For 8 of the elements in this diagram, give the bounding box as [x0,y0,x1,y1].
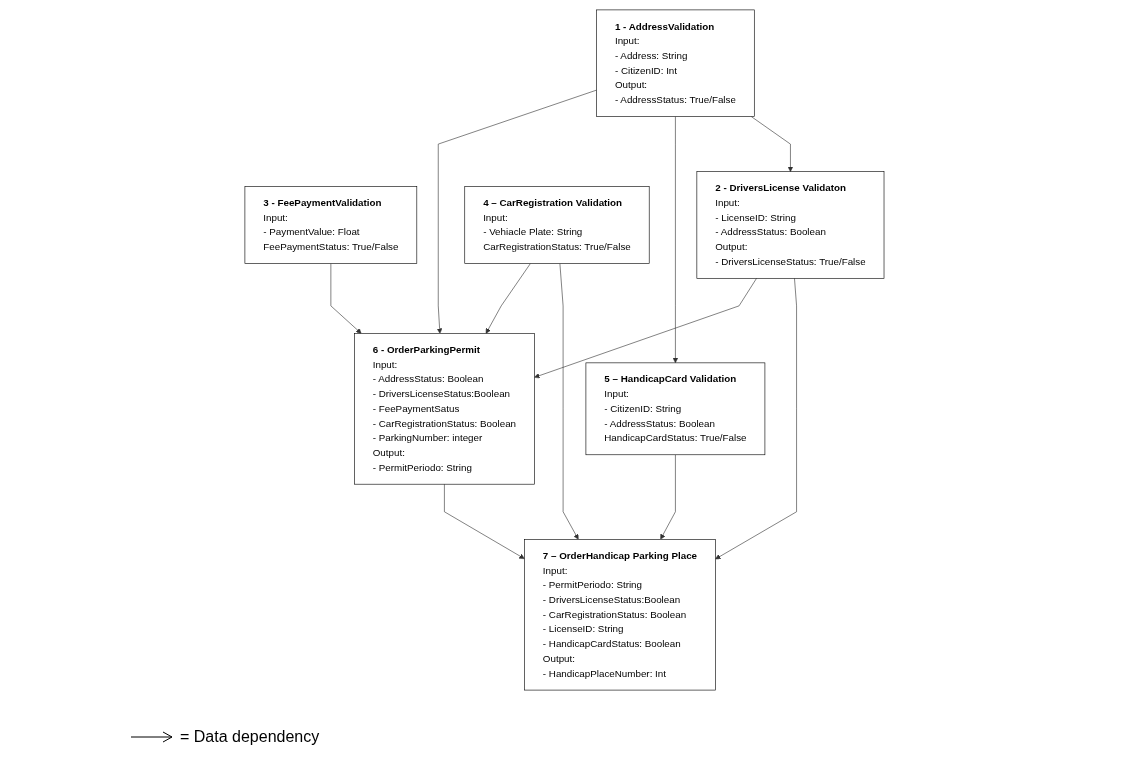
node-box: 3 - FeePaymentValidation Input: - PaymentValue: Float FeePaymentStatus: True/False [244,186,417,264]
node-box: 6 - OrderParkingPermit Input: - AddressStatus: Boolean - DriversLicenseStatus:Boolean - FeePaymentSatus - CarRegistrationStatus: Boolean - ParkingNumber: integer Output: - PermitPeriodo: String [353,333,535,485]
node-box: 5 – HandicapCard Validation Input: - CitizenID: String - AddressStatus: Boolean HandicapCardStatus: True/False [585,362,765,456]
node-box: 4 – CarRegistration Validation Input: - Vehiacle Plate: String CarRegistrationStatus: True/False [463,186,650,264]
node-box: 2 - DriversLicense Validaton Input: - LicenseID: String - AddressStatus: Boolean Output: - DriversLicenseStatus: True/False [696,171,884,279]
node-box: 1 - AddressValidation Input: - Address: String - CitizenID: Int Output: - AddressStatus: True/False [595,9,755,117]
legend-label: = Data dependency [180,728,320,746]
node-box: 7 – OrderHandicap Parking Place Input: - PermitPeriodo: String - DriversLicenseStatus:Boolean - CarRegistrationStatus: Boolean - LicenseID: String - HandicapCardStatus: Boolean Output: - HandicapPlaceNumber: Int [523,539,716,691]
